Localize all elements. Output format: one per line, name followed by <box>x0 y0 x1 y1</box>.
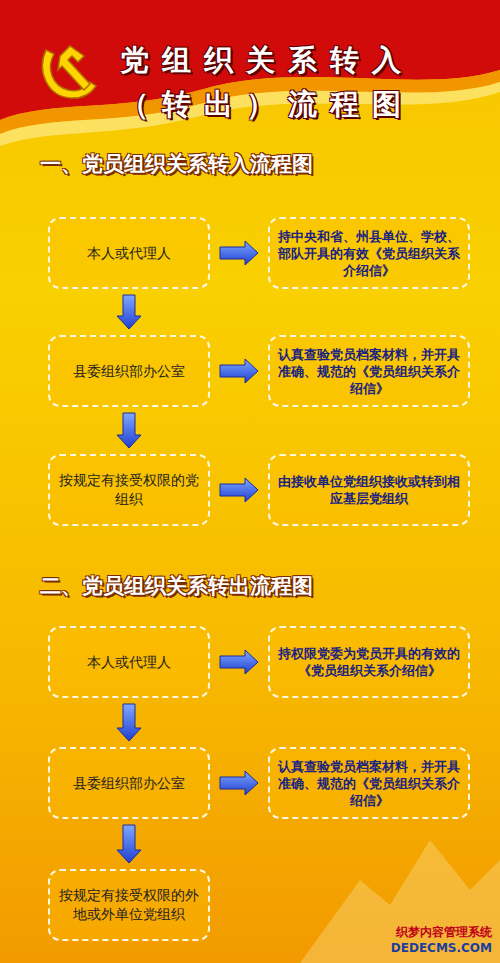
process-box: 按规定有接受权限的外地或外单位党组织 <box>48 869 210 941</box>
process-box: 本人或代理人 <box>48 626 210 698</box>
box-text: 本人或代理人 <box>87 653 171 672</box>
flow-arrow <box>220 241 258 265</box>
flow-arrow <box>117 704 141 741</box>
flow-arrow <box>117 413 141 448</box>
process-box: 县委组织部办公室 <box>48 335 210 407</box>
box-text: 县委组织部办公室 <box>73 362 185 381</box>
flow-arrow <box>220 771 258 795</box>
box-text: 持权限党委为党员开具的有效的《党员组织关系介绍信》 <box>278 645 460 679</box>
note-box: 持中央和省、州县单位、学校、部队开具的有效《党员组织关系介绍信》 <box>268 217 470 289</box>
box-text: 按规定有接受权限的外地或外单位党组织 <box>58 886 200 924</box>
flow-arrow <box>220 478 258 502</box>
diagram-title: 党组织关系转入 （转出）流程图 <box>92 38 442 126</box>
note-box: 认真查验党员档案材料，并开具准确、规范的《党员组织关系介绍信》 <box>268 747 470 819</box>
section-heading: 一、党员组织关系转入流程图 <box>40 150 313 178</box>
box-text: 本人或代理人 <box>87 244 171 263</box>
section-heading: 二、党员组织关系转出流程图 <box>40 572 313 600</box>
note-box: 持权限党委为党员开具的有效的《党员组织关系介绍信》 <box>268 626 470 698</box>
process-box: 本人或代理人 <box>48 217 210 289</box>
mountain-silhouette <box>300 840 500 963</box>
box-text: 持中央和省、州县单位、学校、部队开具的有效《党员组织关系介绍信》 <box>278 228 460 279</box>
process-box: 按规定有接受权限的党组织 <box>48 454 210 526</box>
watermark: 织梦内容管理系统 <box>396 924 492 941</box>
party-emblem <box>42 46 96 98</box>
process-box: 县委组织部办公室 <box>48 747 210 819</box>
box-text: 县委组织部办公室 <box>73 774 185 793</box>
watermark: DEDECMS.COM <box>391 941 492 955</box>
note-box: 由接收单位党组织接收或转到相应基层党组织 <box>268 454 470 526</box>
flow-arrow <box>117 825 141 863</box>
box-text: 认真查验党员档案材料，并开具准确、规范的《党员组织关系介绍信》 <box>278 346 460 397</box>
note-box: 认真查验党员档案材料，并开具准确、规范的《党员组织关系介绍信》 <box>268 335 470 407</box>
box-text: 由接收单位党组织接收或转到相应基层党组织 <box>278 473 460 507</box>
flow-arrow <box>220 359 258 383</box>
flow-arrow <box>220 650 258 674</box>
flow-arrow <box>117 295 141 329</box>
box-text: 按规定有接受权限的党组织 <box>58 471 200 509</box>
box-text: 认真查验党员档案材料，并开具准确、规范的《党员组织关系介绍信》 <box>278 758 460 809</box>
